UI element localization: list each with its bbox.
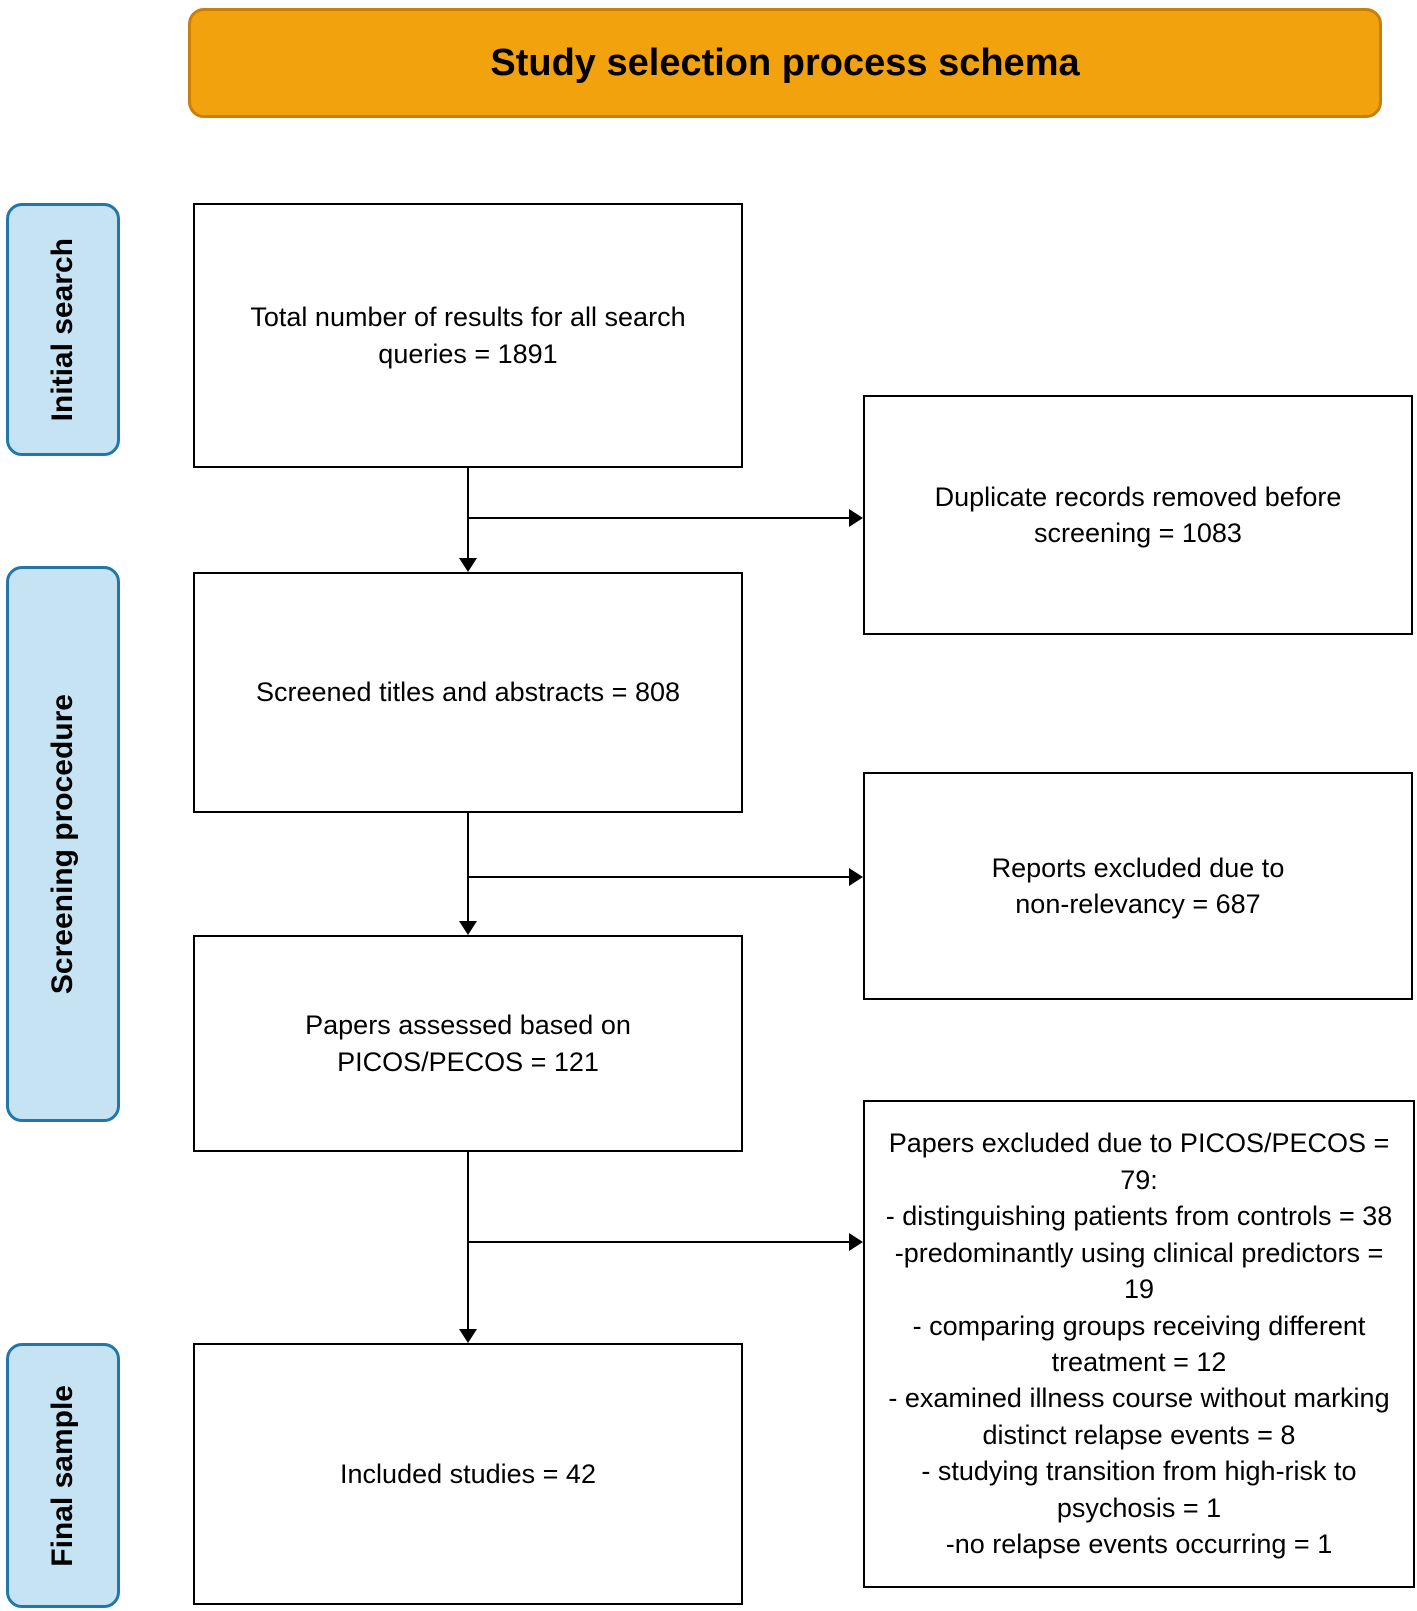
connector-assessed-to-included-arrowhead-icon (459, 1329, 477, 1343)
connector-branch-reports-arrowhead-icon (849, 868, 863, 886)
box-reports-excluded: Reports excluded due to non-relevancy = … (863, 772, 1413, 1000)
stage-final-sample-label: Final sample (46, 1384, 79, 1567)
connector-branch-picos-line (468, 1241, 849, 1243)
box-included-studies-text: Included studies = 42 (340, 1458, 596, 1489)
connector-branch-duplicates-arrowhead-icon (849, 509, 863, 527)
box-screened-titles: Screened titles and abstracts = 808 (193, 572, 743, 813)
box-papers-excluded-text: Papers excluded due to PICOS/PECOS = 79:… (885, 1128, 1393, 1560)
box-included-studies: Included studies = 42 (193, 1343, 743, 1605)
stage-screening-procedure-label: Screening procedure (46, 693, 79, 995)
diagram-title: Study selection process schema (188, 8, 1382, 118)
diagram-title-label: Study selection process schema (490, 41, 1080, 84)
connector-screened-to-assessed-arrowhead-icon (459, 921, 477, 935)
connector-screened-to-assessed-line (467, 813, 469, 921)
connector-assessed-to-included-line (467, 1152, 469, 1329)
box-papers-assessed: Papers assessed based on PICOS/PECOS = 1… (193, 935, 743, 1152)
connector-total-to-screened-arrowhead-icon (459, 558, 477, 572)
stage-initial-search: Initial search (6, 203, 120, 456)
stage-final-sample: Final sample (6, 1343, 120, 1608)
connector-branch-reports-line (468, 876, 849, 878)
box-total-results-text: Total number of results for all search q… (250, 302, 686, 369)
box-screened-titles-text: Screened titles and abstracts = 808 (255, 677, 680, 708)
box-duplicates-removed-text: Duplicate records removed before screeni… (934, 481, 1342, 548)
stage-screening-procedure: Screening procedure (6, 566, 120, 1122)
box-papers-excluded: Papers excluded due to PICOS/PECOS = 79:… (863, 1100, 1415, 1588)
box-reports-excluded-text: Reports excluded due to non-relevancy = … (991, 852, 1285, 919)
connector-branch-picos-arrowhead-icon (849, 1233, 863, 1251)
box-papers-assessed-text: Papers assessed based on PICOS/PECOS = 1… (305, 1010, 631, 1077)
box-duplicates-removed: Duplicate records removed before screeni… (863, 395, 1413, 635)
connector-total-to-screened-line (467, 468, 469, 558)
connector-branch-duplicates-line (468, 517, 849, 519)
stage-initial-search-label: Initial search (46, 237, 79, 422)
box-total-results: Total number of results for all search q… (193, 203, 743, 468)
